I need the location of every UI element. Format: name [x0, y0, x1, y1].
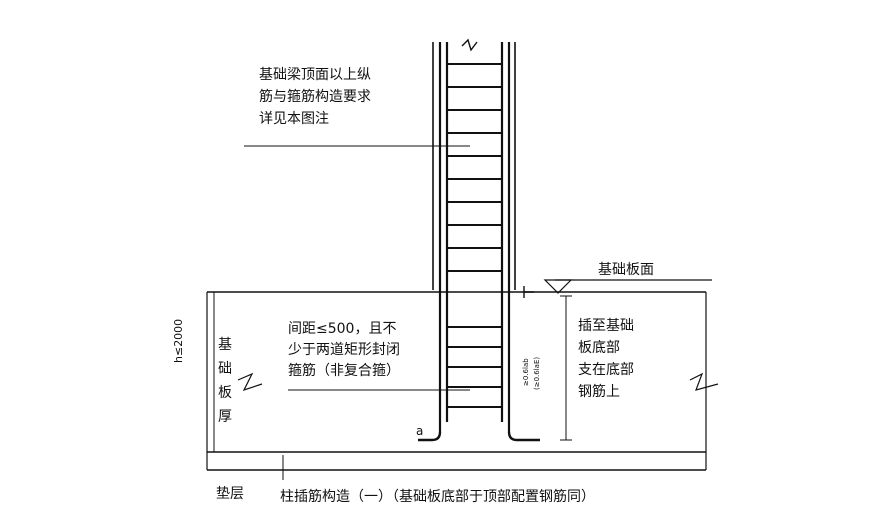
spacing-note-line-2: 少于两道矩形封闭	[288, 342, 400, 358]
slab-break-right	[689, 372, 719, 391]
spacing-note-line-3: 箍筋（非复合箍）	[288, 363, 400, 379]
note-top-line-1: 基础梁顶面以上纵	[259, 67, 371, 83]
note-top-line-3: 详见本图注	[259, 111, 329, 127]
anchor-length-1: ≥0.6lab	[522, 358, 530, 386]
right-note-line-4: 钢筋上	[578, 384, 620, 400]
foundation-stirrups	[447, 326, 502, 408]
elevation-triangle	[543, 279, 573, 294]
thickness-char-4: 厚	[218, 409, 232, 425]
hook-right	[507, 431, 540, 442]
slab-top-mark	[523, 286, 534, 298]
h-limit-label: h≤2000	[172, 318, 185, 363]
hook-left	[418, 431, 442, 442]
board-top-label: 基础板面	[598, 262, 654, 278]
spacing-note-line-1: 间距≤500，且不	[288, 321, 397, 337]
right-note-line-1: 插至基础	[578, 318, 634, 334]
right-note-line-2: 板底部	[578, 340, 620, 356]
anchor-length-2: (≥0.6laE)	[533, 356, 541, 390]
thickness-char-2: 础	[218, 361, 232, 377]
mark-a: a	[416, 424, 424, 438]
right-note-line-3: 支在底部	[578, 362, 634, 378]
figure-caption: 柱插筋构造（一）（基础板底部于顶部配置钢筋同）	[280, 489, 595, 505]
cushion-label: 垫层	[216, 486, 244, 502]
column-break-mark	[461, 38, 478, 52]
slab-break-left	[237, 372, 263, 392]
thickness-char-3: 板	[218, 385, 232, 401]
column-stirrups	[447, 63, 502, 272]
thickness-char-1: 基	[218, 337, 232, 353]
note-top-line-2: 筋与箍筋构造要求	[259, 89, 371, 105]
